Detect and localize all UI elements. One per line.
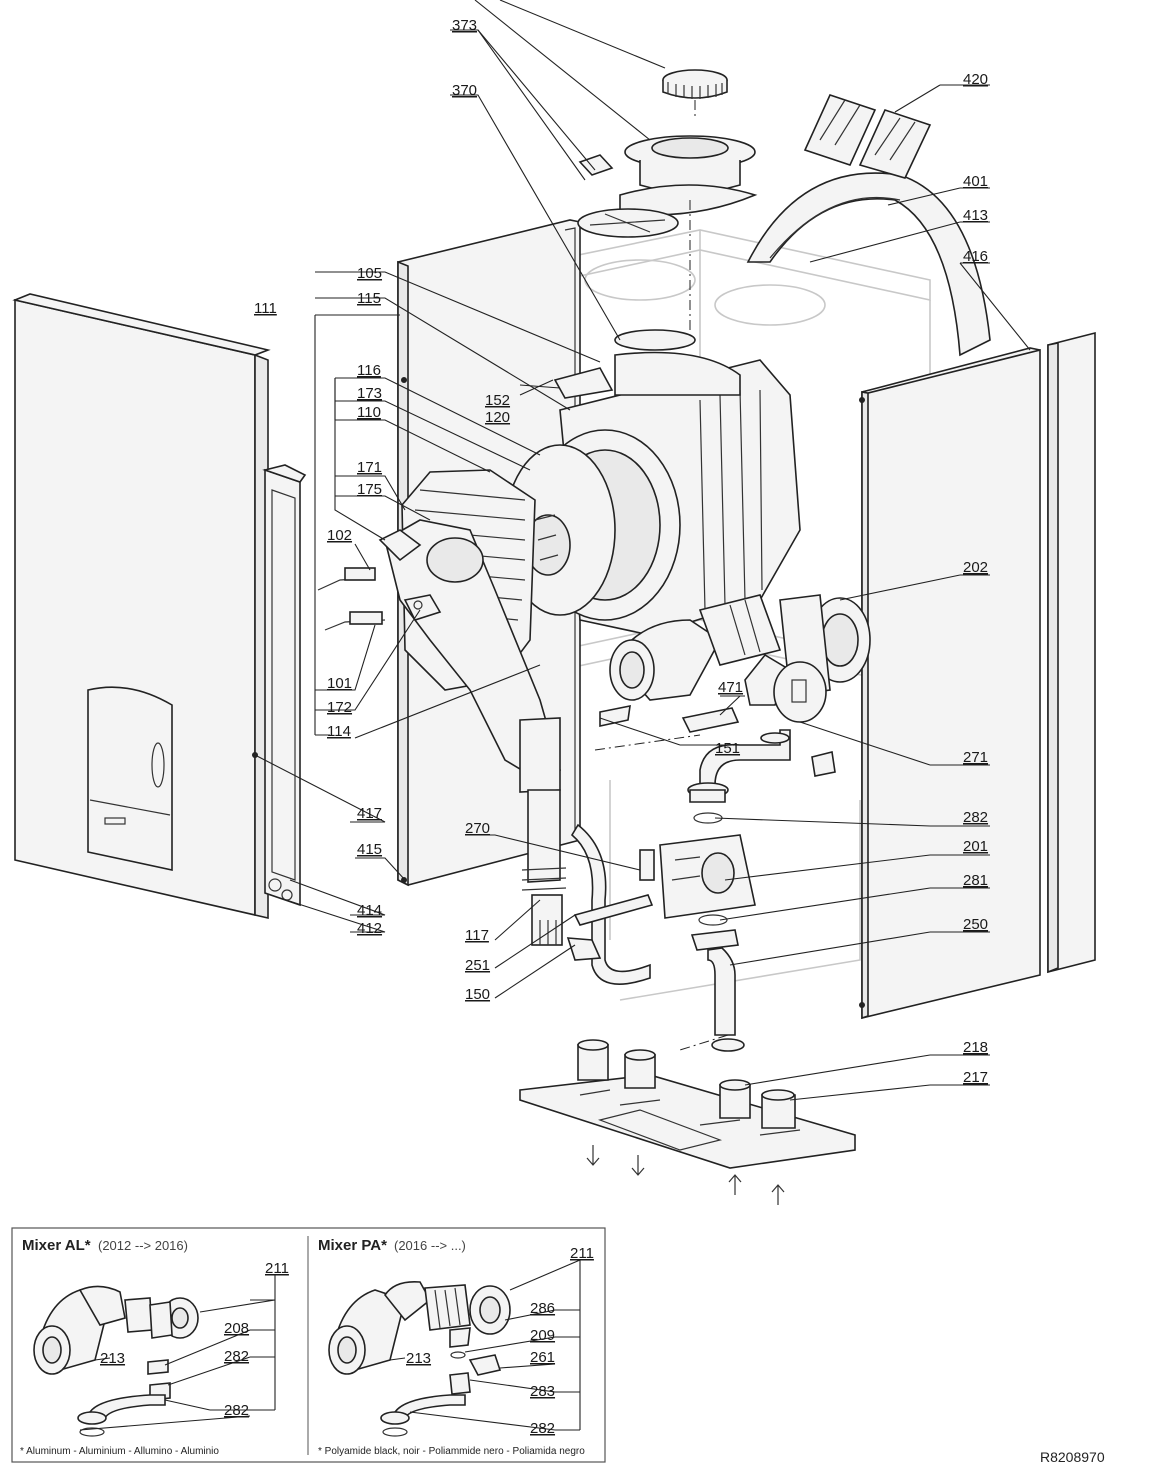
label-171: 171 — [357, 459, 382, 476]
brackets-420 — [803, 94, 932, 179]
assembly-axes — [594, 100, 729, 1051]
label-117: 117 — [465, 927, 489, 944]
label-471: 471 — [718, 679, 743, 696]
label-412: 412 — [357, 920, 382, 937]
plate-471 — [681, 653, 827, 733]
drawing-reference: R8208970 — [1040, 1449, 1105, 1465]
label-413: 413 — [963, 207, 988, 224]
inset-left-title: Mixer AL* — [22, 1237, 91, 1254]
inner-panel-414 — [262, 464, 307, 907]
label-270: 270 — [465, 820, 490, 837]
mixer-inset: Mixer AL* (2012 --> 2016) Mixer PA* (201… — [11, 1227, 606, 1463]
label-417: 417 — [357, 805, 382, 822]
label-172: 172 — [327, 699, 352, 716]
inset-right-title: Mixer PA* — [318, 1237, 387, 1254]
label-373: 373 — [452, 17, 477, 34]
label-271: 271 — [963, 749, 988, 766]
inset-right-subtitle: (2016 --> ...) — [394, 1238, 466, 1253]
label-401: 401 — [963, 173, 988, 190]
inset-left-subtitle: (2012 --> 2016) — [98, 1238, 188, 1253]
inset-right-footnote: * Polyamide black, noir - Poliammide ner… — [318, 1446, 585, 1457]
side-panel-416 — [859, 347, 1041, 1020]
inset-left-label-282b: 282 — [224, 1402, 249, 1419]
callout-labels: 373 370 420 401 413 416 105 115 111 152 … — [254, 17, 988, 1086]
inset-right-label-209: 209 — [530, 1327, 555, 1344]
label-150: 150 — [465, 986, 490, 1003]
label-281: 281 — [963, 872, 988, 889]
label-201: 201 — [963, 838, 988, 855]
inset-right-label-286: 286 — [530, 1300, 555, 1317]
label-415: 415 — [357, 841, 382, 858]
mixer-fan-202 — [609, 594, 871, 701]
inset-right-label-261: 261 — [530, 1349, 555, 1366]
label-370: 370 — [452, 82, 477, 99]
label-218: 218 — [963, 1039, 988, 1056]
label-101: 101 — [327, 675, 352, 692]
label-420: 420 — [963, 71, 988, 88]
label-152: 152 — [485, 392, 510, 409]
label-120: 120 — [485, 409, 510, 426]
label-102: 102 — [327, 527, 352, 544]
label-116: 116 — [357, 362, 381, 379]
inset-right-label-211: 211 — [570, 1245, 594, 1262]
label-217: 217 — [963, 1069, 988, 1086]
label-115: 115 — [357, 290, 381, 307]
flue-adapter-370 — [577, 69, 758, 238]
label-111: 111 — [254, 300, 277, 317]
heat-exchanger-110 — [504, 329, 801, 636]
burner-door-111 — [378, 469, 562, 776]
inset-left-label-211: 211 — [265, 1260, 289, 1277]
electrodes-101 — [317, 567, 386, 631]
label-173: 173 — [357, 385, 382, 402]
bottom-plate-217 — [519, 1039, 856, 1205]
label-105: 105 — [357, 265, 382, 282]
gas-valve-201 — [639, 729, 836, 1052]
mixer-pa-drawing — [328, 1280, 511, 1437]
inset-left-footnote: * Aluminum - Aluminium - Allumino - Alum… — [20, 1446, 219, 1457]
leader-lines — [254, 0, 1031, 1101]
label-282: 282 — [963, 809, 988, 826]
label-251: 251 — [465, 957, 490, 974]
label-250: 250 — [963, 916, 988, 933]
inset-right-label-283: 283 — [530, 1383, 555, 1400]
expansion-vessel-401 — [746, 172, 991, 357]
label-151: 151 — [715, 740, 740, 757]
side-strip-right — [1047, 331, 1096, 974]
label-175: 175 — [357, 481, 382, 498]
condensate-siphon-117 — [519, 704, 654, 985]
inset-right-label-282: 282 — [530, 1420, 555, 1437]
inset-left-label-213: 213 — [100, 1350, 125, 1367]
label-202: 202 — [963, 559, 988, 576]
inset-left-label-282a: 282 — [224, 1348, 249, 1365]
front-cover-417 — [12, 293, 271, 920]
label-114: 114 — [327, 723, 351, 740]
inset-right-label-213: 213 — [406, 1350, 431, 1367]
label-110: 110 — [357, 404, 381, 421]
label-414: 414 — [357, 902, 382, 919]
label-416: 416 — [963, 248, 988, 265]
mixer-al-drawing — [33, 1285, 199, 1437]
inset-left-label-208: 208 — [224, 1320, 249, 1337]
